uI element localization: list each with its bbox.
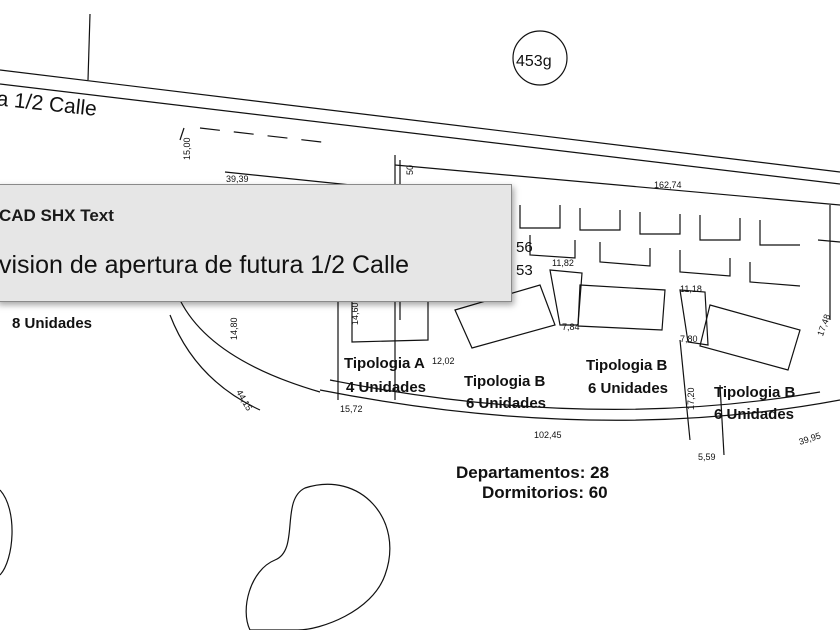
tooltip-title: CAD SHX Text bbox=[0, 206, 114, 225]
street-line-bottom bbox=[0, 83, 840, 185]
left-curve bbox=[179, 299, 321, 393]
dim-label: 44,15 bbox=[234, 388, 254, 413]
dim-label: 17,48 bbox=[815, 313, 832, 338]
right-building-edge bbox=[817, 205, 840, 320]
block-b1-type: Tipologia B bbox=[464, 373, 546, 390]
dim-label: 162,74 bbox=[654, 180, 682, 190]
tick-line bbox=[179, 127, 185, 141]
summary-departamentos: Departamentos: 28 bbox=[456, 463, 609, 482]
parking-stalls bbox=[519, 205, 800, 246]
terrain-contour-left bbox=[0, 489, 13, 576]
connector-2 bbox=[679, 289, 709, 346]
object-tooltip: CAD SHX Text vision de apertura de futur… bbox=[0, 184, 512, 302]
dim-label: 11,18 bbox=[680, 284, 702, 294]
frontage-curve-inner bbox=[329, 379, 821, 410]
building-block-b3 bbox=[699, 304, 801, 371]
connector-1 bbox=[549, 269, 583, 326]
street-line-top bbox=[0, 69, 840, 173]
block-a-type: Tipologia A bbox=[344, 355, 425, 372]
dim-label: 53 bbox=[516, 262, 533, 279]
dim-label: 15,72 bbox=[340, 404, 363, 414]
terrain-contour bbox=[245, 483, 391, 630]
block-b2-type: Tipologia B bbox=[586, 357, 668, 374]
dim-label: 7,84 bbox=[562, 322, 580, 332]
dim-line-162 bbox=[394, 164, 840, 206]
dim-label: 7,80 bbox=[680, 334, 698, 344]
vertical-boundary-line bbox=[87, 13, 91, 81]
left-curve-2 bbox=[169, 314, 261, 411]
dim-label: 17,20 bbox=[686, 387, 696, 410]
tooltip-body: vision de apertura de futura 1/2 Calle bbox=[0, 251, 409, 279]
block-a-units: 4 Unidades bbox=[346, 379, 426, 396]
block-b1-units: 6 Unidades bbox=[466, 395, 546, 412]
tick-mid bbox=[679, 339, 691, 441]
lot-number-label: 453g bbox=[516, 53, 552, 70]
dim-label: 50 bbox=[405, 165, 415, 175]
dim-label: 15,00 bbox=[182, 137, 192, 160]
dim-label: 14,60 bbox=[350, 302, 360, 325]
dim-label: 14,80 bbox=[229, 317, 239, 340]
summary-dormitorios: Dormitorios: 60 bbox=[482, 483, 608, 502]
units-8-label: 8 Unidades bbox=[12, 315, 92, 332]
frontage-curve-outer bbox=[319, 389, 840, 421]
dim-label: 5,59 bbox=[698, 452, 716, 462]
lot-circle bbox=[512, 30, 568, 86]
dim-label: 39,39 bbox=[226, 174, 249, 184]
building-block-a bbox=[351, 297, 429, 343]
block-b3-units: 6 Unidades bbox=[714, 406, 794, 423]
street-label: a 1/2 Calle bbox=[0, 87, 98, 120]
block-b2-units: 6 Unidades bbox=[588, 380, 668, 397]
parking-stalls-lower bbox=[529, 235, 801, 287]
dim-label: 12,02 bbox=[432, 356, 455, 366]
dim-label: 11,82 bbox=[552, 258, 574, 268]
dim-label: 39,95 bbox=[798, 430, 823, 446]
dim-label: 56 bbox=[516, 239, 533, 256]
block-b3-type: Tipologia B bbox=[714, 384, 796, 401]
tick-right bbox=[719, 384, 725, 456]
dim-label: 102,45 bbox=[534, 430, 562, 440]
street-centerline bbox=[199, 127, 331, 144]
building-block-b2 bbox=[577, 284, 666, 331]
